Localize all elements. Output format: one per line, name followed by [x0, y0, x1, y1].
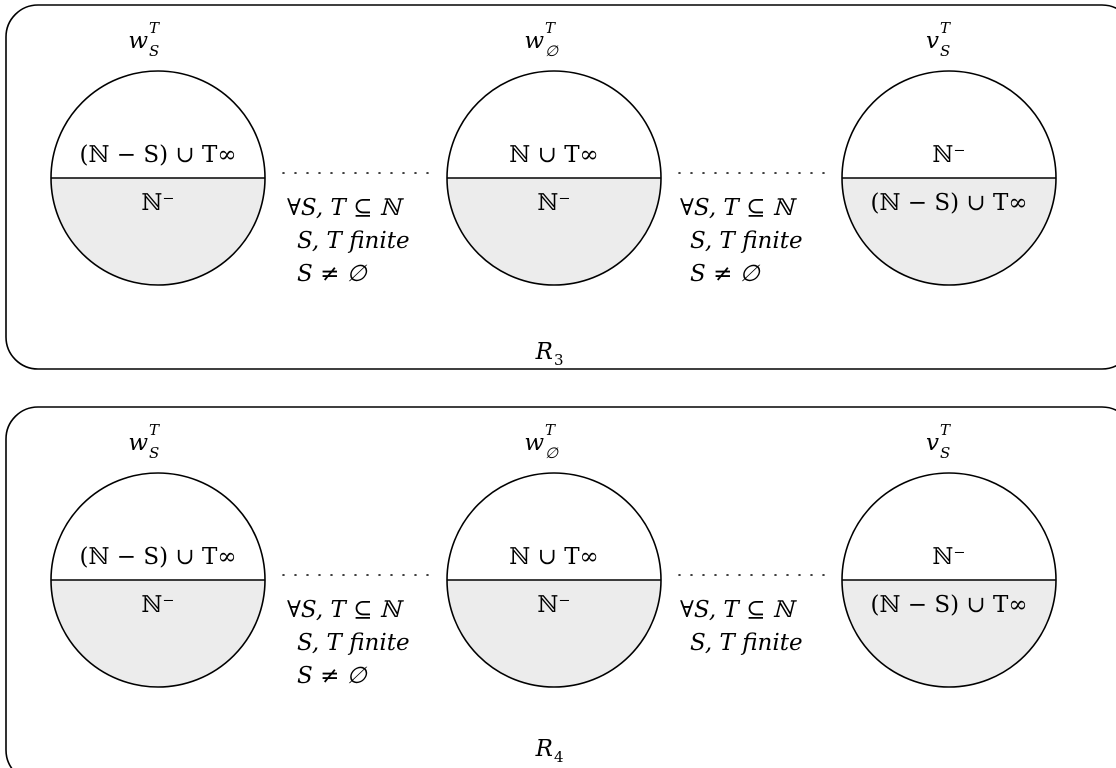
world-name-sub: S [149, 42, 159, 60]
world-lower-half [842, 178, 1056, 285]
world-top-set: (ℕ − S) ∪ T∞ [79, 544, 236, 570]
world-name-sub: S [149, 444, 159, 462]
world-lower-half [447, 580, 661, 687]
world-lower-half [51, 178, 265, 285]
condition-line: ∀S, T ⊆ ℕ [287, 195, 405, 221]
panel-border [5, 4, 1116, 370]
condition-line: S, T finite [690, 228, 803, 254]
world-name: w [128, 430, 148, 456]
condition-line: S ≠ ∅ [690, 261, 761, 287]
world-name-sup: T [149, 421, 160, 439]
world-bottom-set: ℕ⁻ [537, 190, 570, 216]
condition-line: S, T finite [297, 228, 410, 254]
condition-line: S, T finite [297, 630, 410, 656]
panel-border [5, 406, 1116, 768]
world-name-sup: T [545, 19, 556, 37]
world-name: v [926, 28, 939, 54]
world-name: w [524, 430, 544, 456]
world-bottom-set: (ℕ − S) ∪ T∞ [870, 190, 1027, 216]
world-lower-half [447, 178, 661, 285]
world-name-sup: T [940, 19, 951, 37]
world-lower-half [51, 580, 265, 687]
condition-line: ∀S, T ⊆ ℕ [680, 597, 798, 623]
world-bottom-set: ℕ⁻ [141, 190, 174, 216]
world-top-set: ℕ⁻ [932, 544, 965, 570]
world-name: w [524, 28, 544, 54]
world-name: w [128, 28, 148, 54]
world-name-sub: ∅ [545, 42, 559, 60]
condition-line: ∀S, T ⊆ ℕ [680, 195, 798, 221]
world-name: v [926, 430, 939, 456]
frame-label-sub: 3 [554, 351, 564, 369]
condition-line: S ≠ ∅ [297, 663, 368, 689]
world-top-set: ℕ ∪ T∞ [509, 142, 598, 168]
relation-conditions: ∀S, T ⊆ ℕ S, T finite S ≠ ∅ [680, 195, 803, 287]
frame-label-letter: R [535, 736, 553, 762]
world-bottom-set: (ℕ − S) ∪ T∞ [870, 592, 1027, 618]
world-name-sup: T [940, 421, 951, 439]
relation-conditions: ∀S, T ⊆ ℕ S, T finite S ≠ ∅ [287, 195, 410, 287]
condition-line: S, T finite [690, 630, 803, 656]
world-name-sub: ∅ [545, 444, 559, 462]
world-bottom-set: ℕ⁻ [537, 592, 570, 618]
relation-conditions: ∀S, T ⊆ ℕ S, T finite [680, 597, 803, 656]
world-top-set: (ℕ − S) ∪ T∞ [79, 142, 236, 168]
world-bottom-set: ℕ⁻ [141, 592, 174, 618]
world-top-set: ℕ⁻ [932, 142, 965, 168]
frame-label-letter: R [535, 339, 553, 365]
condition-line: ∀S, T ⊆ ℕ [287, 597, 405, 623]
world-top-set: ℕ ∪ T∞ [509, 544, 598, 570]
world-name-sub: S [940, 42, 950, 60]
world-name-sub: S [940, 444, 950, 462]
world-name-sup: T [545, 421, 556, 439]
world-name-sup: T [149, 19, 160, 37]
frame-label-sub: 4 [554, 748, 564, 766]
condition-line: S ≠ ∅ [297, 261, 368, 287]
world-lower-half [842, 580, 1056, 687]
relation-conditions: ∀S, T ⊆ ℕ S, T finite S ≠ ∅ [287, 597, 410, 689]
